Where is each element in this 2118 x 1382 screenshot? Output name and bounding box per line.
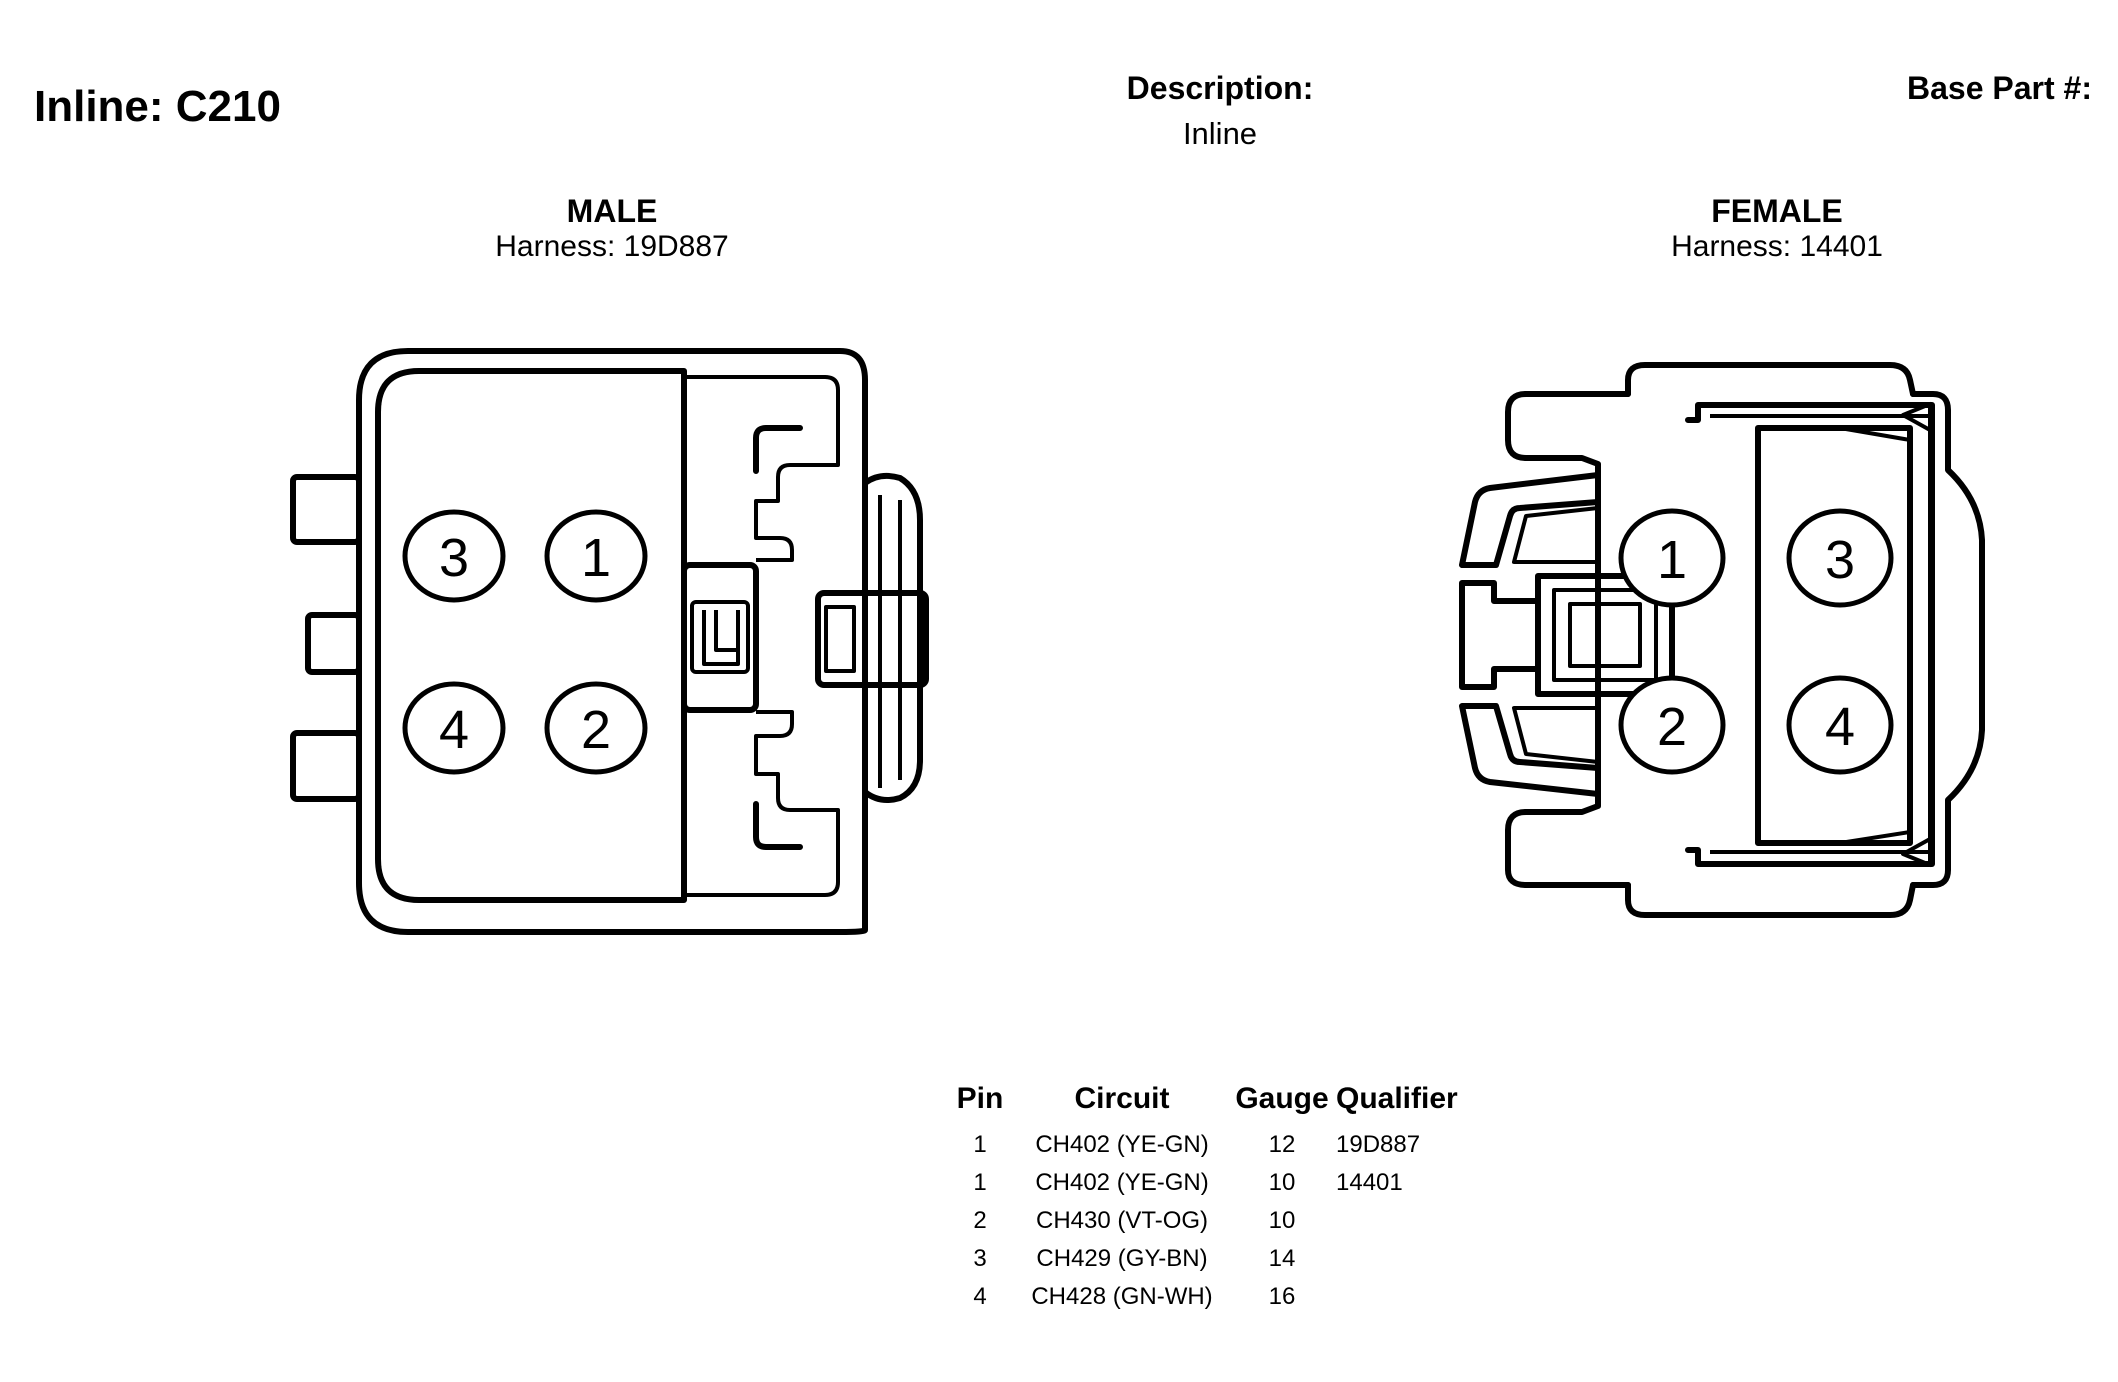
cell-pin: 4 (973, 1283, 987, 1310)
male-pin-bottom-right: 2 (544, 681, 648, 775)
cell-pin: 3 (973, 1245, 987, 1272)
female-connector-diagram: 1 3 2 4 (1459, 362, 1985, 918)
cell-qualifier: 19D887 (1336, 1131, 1421, 1158)
female-pin-bottom-left: 2 (1618, 675, 1726, 775)
female-pin-bottom-right: 4 (1786, 675, 1894, 775)
header-pin: Pin (956, 1082, 1004, 1115)
cell-pin: 1 (973, 1169, 987, 1196)
cell-circuit: CH402 (YE-GN) (1035, 1131, 1209, 1158)
pin-table-header: Pin Circuit Gauge Qualifier (948, 1082, 1486, 1126)
cell-gauge: 16 (1268, 1283, 1296, 1310)
cell-circuit: CH430 (VT-OG) (1035, 1207, 1209, 1234)
connector-title: Inline: C210 (34, 82, 281, 131)
table-row: 2 CH430 (VT-OG) 10 (948, 1202, 1486, 1240)
male-pin-number: 2 (581, 700, 611, 760)
female-connector-housing (1459, 362, 1985, 918)
table-row: 3 CH429 (GY-BN) 14 (948, 1240, 1486, 1278)
male-pin-top-left: 3 (402, 509, 506, 603)
cell-qualifier: 14401 (1336, 1169, 1403, 1196)
cell-qualifier (1332, 1278, 1486, 1316)
male-pin-bottom-left: 4 (402, 681, 506, 775)
female-pin-number: 4 (1825, 697, 1855, 757)
female-pin-number: 1 (1657, 530, 1687, 590)
cell-circuit: CH402 (YE-GN) (1035, 1169, 1209, 1196)
header-qualifier: Qualifier (1336, 1082, 1458, 1115)
description-label: Description: (1126, 70, 1314, 106)
cell-circuit: CH428 (GN-WH) (1031, 1283, 1213, 1310)
male-harness: Harness: 19D887 (495, 230, 729, 263)
header-circuit: Circuit (1074, 1082, 1170, 1115)
male-pin-number: 4 (439, 700, 469, 760)
cell-gauge: 14 (1268, 1245, 1296, 1272)
male-pin-number: 1 (581, 528, 611, 588)
female-pin-top-right: 3 (1786, 508, 1894, 608)
cell-gauge: 10 (1268, 1169, 1296, 1196)
cell-gauge: 10 (1268, 1207, 1296, 1234)
female-label: FEMALE (1711, 193, 1843, 229)
male-pin-top-right: 1 (544, 509, 648, 603)
female-pin-number: 2 (1657, 697, 1687, 757)
table-row: 4 CH428 (GN-WH) 16 (948, 1278, 1486, 1316)
female-pin-top-left: 1 (1618, 508, 1726, 608)
cell-gauge: 12 (1268, 1131, 1296, 1158)
cell-pin: 1 (973, 1131, 987, 1158)
male-label: MALE (566, 193, 658, 229)
cell-pin: 2 (973, 1207, 987, 1234)
female-harness: Harness: 14401 (1671, 230, 1883, 263)
male-connector-housing (290, 348, 929, 935)
cell-qualifier (1332, 1240, 1486, 1278)
base-part-label: Base Part #: (1907, 70, 2092, 106)
table-row: 1 CH402 (YE-GN) 12 19D887 (948, 1126, 1486, 1164)
description-value: Inline (1182, 116, 1258, 151)
pin-table: Pin Circuit Gauge Qualifier 1 CH402 (YE-… (948, 1082, 1486, 1316)
cell-qualifier (1332, 1202, 1486, 1240)
male-pin-number: 3 (439, 528, 469, 588)
table-row: 1 CH402 (YE-GN) 10 14401 (948, 1164, 1486, 1202)
cell-circuit: CH429 (GY-BN) (1036, 1245, 1208, 1272)
header-gauge: Gauge (1235, 1082, 1329, 1115)
female-pin-number: 3 (1825, 530, 1855, 590)
male-connector-diagram: 3 1 4 2 (290, 348, 929, 935)
